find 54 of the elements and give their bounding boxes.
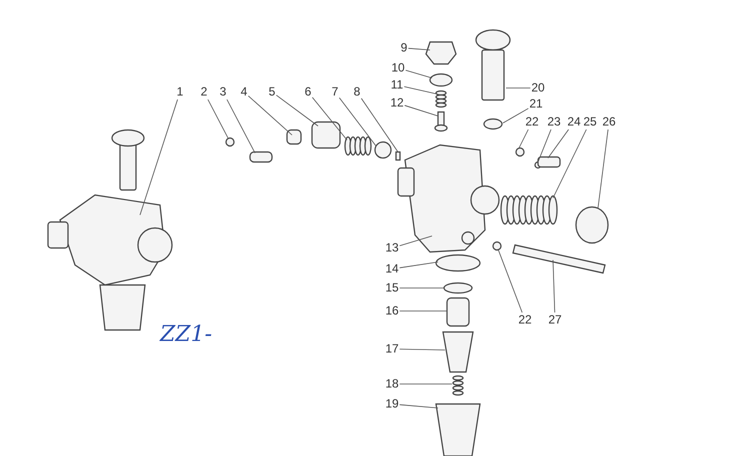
- leader-line: [226, 99, 256, 154]
- leader-line: [399, 310, 448, 312]
- callout-number: 20: [531, 82, 545, 94]
- callout-number: 1: [176, 86, 184, 98]
- callout-number: 16: [385, 304, 399, 318]
- callout-number: 17: [385, 342, 399, 356]
- callout-number: 15: [385, 282, 399, 294]
- callout-number: 12: [390, 96, 404, 110]
- leader-line: [498, 248, 523, 313]
- callout-number: 7: [332, 86, 338, 98]
- leader-line: [552, 129, 587, 198]
- leader-line: [598, 129, 608, 208]
- callout-number: 11: [390, 78, 404, 92]
- leader-line: [360, 98, 398, 152]
- leader-line: [552, 260, 556, 313]
- callout-number: 8: [354, 86, 360, 98]
- leader-line: [248, 96, 292, 136]
- leader-line: [208, 99, 228, 138]
- leader-line: [548, 129, 569, 158]
- leader-line: [399, 236, 432, 246]
- leader-line: [502, 108, 529, 124]
- callout-number: 23: [547, 116, 561, 128]
- callout-number: 13: [385, 242, 399, 254]
- callout-number: 9: [400, 42, 408, 54]
- callout-number: 22: [525, 116, 539, 128]
- leader-line: [399, 262, 438, 268]
- callout-number: 10: [391, 62, 405, 74]
- leader-line: [538, 129, 552, 162]
- leader-line: [399, 404, 438, 408]
- callout-number: 19: [385, 398, 399, 410]
- leader-line: [518, 129, 529, 148]
- callout-number: 18: [385, 378, 399, 390]
- callout-number: 25: [583, 116, 597, 128]
- callout-number: 21: [529, 98, 543, 110]
- leader-line: [140, 99, 178, 216]
- leader-line: [408, 48, 430, 50]
- leader-line: [404, 86, 438, 94]
- callout-number: 26: [602, 116, 616, 128]
- callout-number: 6: [304, 86, 312, 98]
- handwritten-note: ZZ1-: [160, 322, 212, 347]
- callout-number: 5: [268, 86, 276, 98]
- callout-number: 3: [220, 86, 226, 98]
- leader-line: [338, 97, 376, 146]
- leader-line: [405, 70, 432, 78]
- leader-line: [312, 96, 348, 140]
- callout-number: 22: [518, 314, 532, 326]
- callout-number: 4: [240, 86, 248, 98]
- callout-number: 2: [200, 86, 208, 98]
- callout-number: 24: [567, 116, 581, 128]
- leader-line: [399, 348, 446, 350]
- callout-number: 27: [548, 314, 562, 326]
- leader-line: [276, 94, 318, 126]
- leader-line: [404, 105, 438, 116]
- callout-number: 14: [385, 262, 399, 276]
